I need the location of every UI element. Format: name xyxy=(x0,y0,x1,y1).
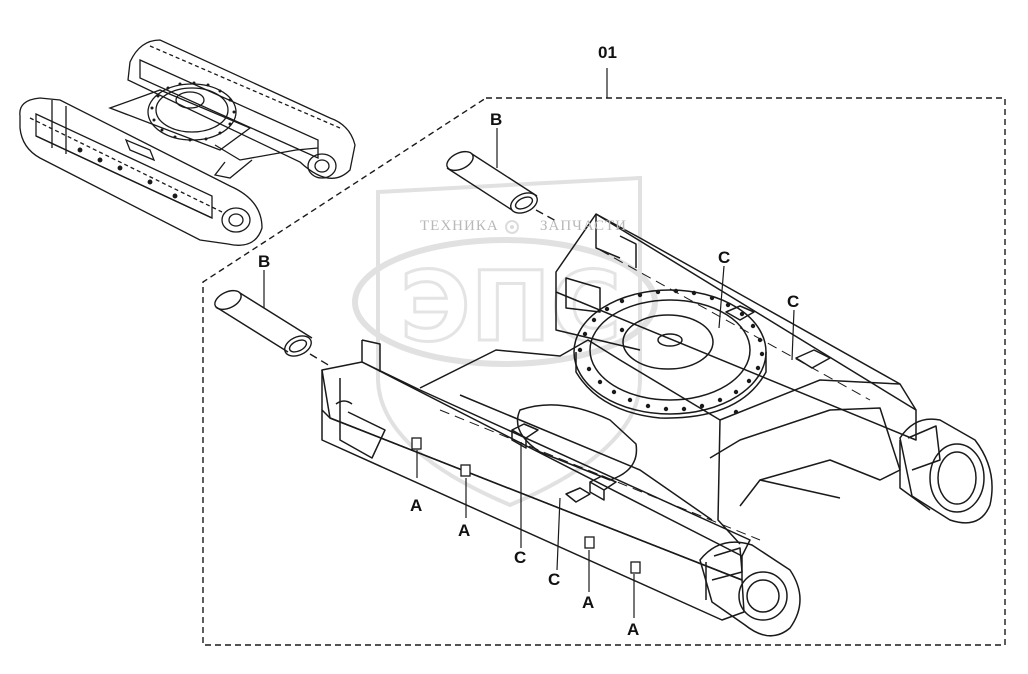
pin-b-left xyxy=(214,289,331,367)
watermark-logo: ЭПС xyxy=(352,175,658,508)
slewing-ring-bolts xyxy=(577,288,765,415)
watermark-right-text: ЗАПЧАСТИ xyxy=(540,218,628,234)
callout-c-right: C xyxy=(787,292,800,311)
callout-a-2: A xyxy=(458,521,471,540)
callout-a-3: A xyxy=(582,593,595,612)
callout-b-left: B xyxy=(258,252,271,271)
callout-c-mid: C xyxy=(514,548,527,567)
callout-c-lower: C xyxy=(548,570,561,589)
callout-a-1: A xyxy=(410,496,423,515)
overview-drawing xyxy=(19,39,356,246)
pin-b-upper xyxy=(446,150,559,223)
callout-a-4: A xyxy=(627,620,640,639)
gear-icon xyxy=(505,220,519,234)
assembly-boundary xyxy=(202,97,1006,646)
callout-c-right-top: C xyxy=(718,248,731,267)
watermark-left-text: ТЕХНИКА xyxy=(420,218,499,234)
mount-blocks xyxy=(411,437,641,574)
callout-b-upper: B xyxy=(490,110,503,129)
watermark-logo-letters: ЭПС xyxy=(400,251,621,363)
track-frame xyxy=(321,213,993,637)
leader-lines xyxy=(263,128,795,618)
assembly-ref-label: 01 xyxy=(598,43,617,62)
